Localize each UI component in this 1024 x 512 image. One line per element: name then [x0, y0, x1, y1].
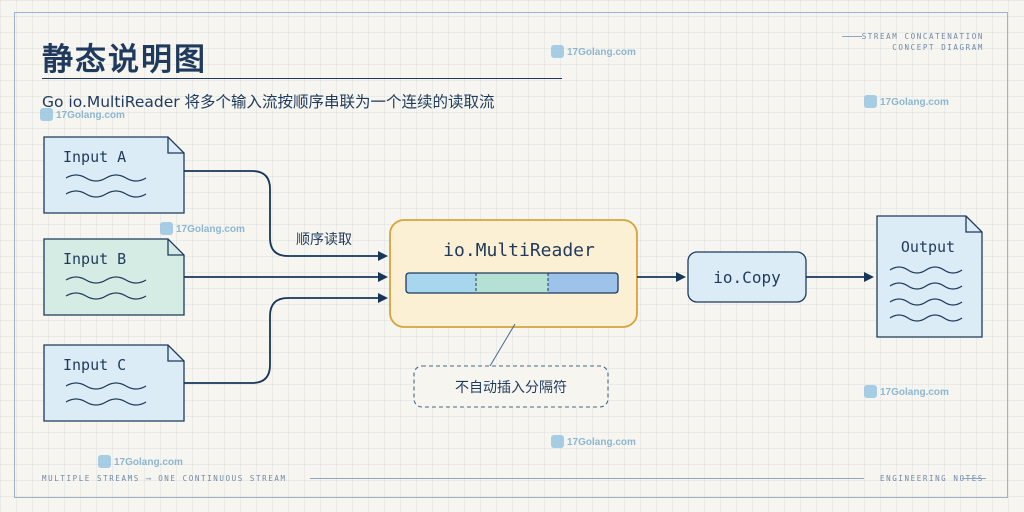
io-copy-label: io.Copy	[713, 268, 781, 287]
watermark: 17Golang.com	[551, 435, 636, 448]
stream-segment-c	[548, 273, 618, 293]
watermark-logo-icon	[551, 45, 564, 58]
output-wave	[889, 266, 963, 274]
input-c-document: Input C	[43, 344, 185, 422]
page-title: 静态说明图	[42, 42, 207, 78]
note-text: 不自动插入分隔符	[455, 380, 567, 396]
input-c-label: Input C	[63, 356, 126, 374]
input-b-fold	[167, 239, 184, 256]
header-tag-rule	[842, 36, 862, 37]
input-c-wave	[65, 398, 147, 406]
footer-right-text: ENGINEERING NOTES	[880, 474, 984, 483]
input-c-fold	[167, 345, 184, 362]
page-subtitle: Go io.MultiReader 将多个输入流按顺序串联为一个连续的读取流	[42, 93, 495, 111]
watermark: 17Golang.com	[160, 222, 245, 235]
note-pointer-line	[489, 323, 516, 367]
stream-segment-b	[476, 273, 548, 293]
output-wave	[889, 298, 963, 306]
footer-rule-right	[962, 478, 986, 479]
title-underline	[42, 78, 562, 79]
header-tag-line2: CONCEPT DIAGRAM	[892, 43, 984, 52]
input-b-wave	[65, 292, 147, 300]
output-wave	[889, 282, 963, 290]
output-wave	[889, 314, 963, 322]
output-fold	[965, 216, 982, 233]
input-a-fold	[167, 137, 184, 154]
footer-left-text: MULTIPLE STREAMS ⟶ ONE CONTINUOUS STREAM	[42, 474, 287, 483]
watermark-logo-icon	[40, 108, 53, 121]
input-a-label: Input A	[63, 148, 126, 166]
input-c-wave	[65, 382, 147, 390]
multireader-label: io.MultiReader	[443, 240, 595, 261]
watermark-logo-icon	[864, 385, 877, 398]
watermark: 17Golang.com	[98, 455, 183, 468]
input-b-label: Input B	[63, 250, 126, 268]
no-separator-note: 不自动插入分隔符	[413, 365, 609, 408]
stream-bar-outline	[405, 272, 619, 294]
watermark: 17Golang.com	[864, 385, 949, 398]
arrow-input-a	[184, 170, 388, 261]
input-b-wave	[65, 276, 147, 284]
input-b-document: Input B	[43, 238, 185, 316]
watermark-logo-icon	[864, 95, 877, 108]
watermark: 17Golang.com	[40, 108, 125, 121]
input-a-document: Input A	[43, 136, 185, 214]
footer-rule	[310, 478, 864, 479]
output-label: Output	[901, 238, 955, 256]
output-document: Output	[876, 215, 983, 338]
sequential-read-label: 顺序读取	[296, 231, 352, 248]
input-a-wave	[65, 174, 147, 182]
header-tag-line1: STREAM CONCATENATION	[861, 32, 984, 41]
watermark: 17Golang.com	[551, 45, 636, 58]
input-a-wave	[65, 190, 147, 198]
watermark-logo-icon	[98, 455, 111, 468]
watermark-logo-icon	[551, 435, 564, 448]
watermark: 17Golang.com	[864, 95, 949, 108]
multireader-node: io.MultiReader	[389, 219, 638, 328]
arrow-input-c	[184, 293, 388, 384]
stream-segment-a	[406, 273, 476, 293]
watermark-logo-icon	[160, 222, 173, 235]
io-copy-node: io.Copy	[687, 251, 807, 303]
